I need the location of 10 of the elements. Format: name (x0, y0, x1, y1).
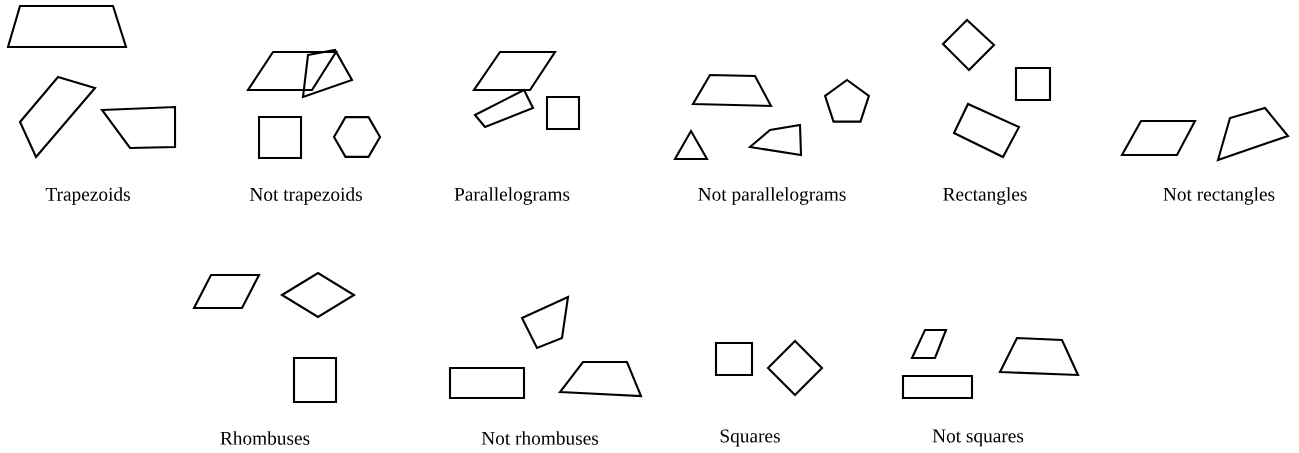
shape-caption: Rectangles (943, 187, 1027, 205)
shape-caption: Rhombuses (220, 431, 310, 445)
shape-caption: Not squares (932, 429, 1024, 447)
shape-caption: Trapezoids (45, 187, 130, 205)
shape-caption: Not rectangles (1163, 187, 1275, 205)
shape-caption: Not parallelograms (698, 187, 846, 205)
shape-caption: Squares (720, 429, 780, 447)
shape-caption: Not rhombuses (481, 431, 599, 445)
shape-caption: Not trapezoids (249, 187, 362, 205)
shape-caption: Parallelograms (454, 187, 570, 205)
